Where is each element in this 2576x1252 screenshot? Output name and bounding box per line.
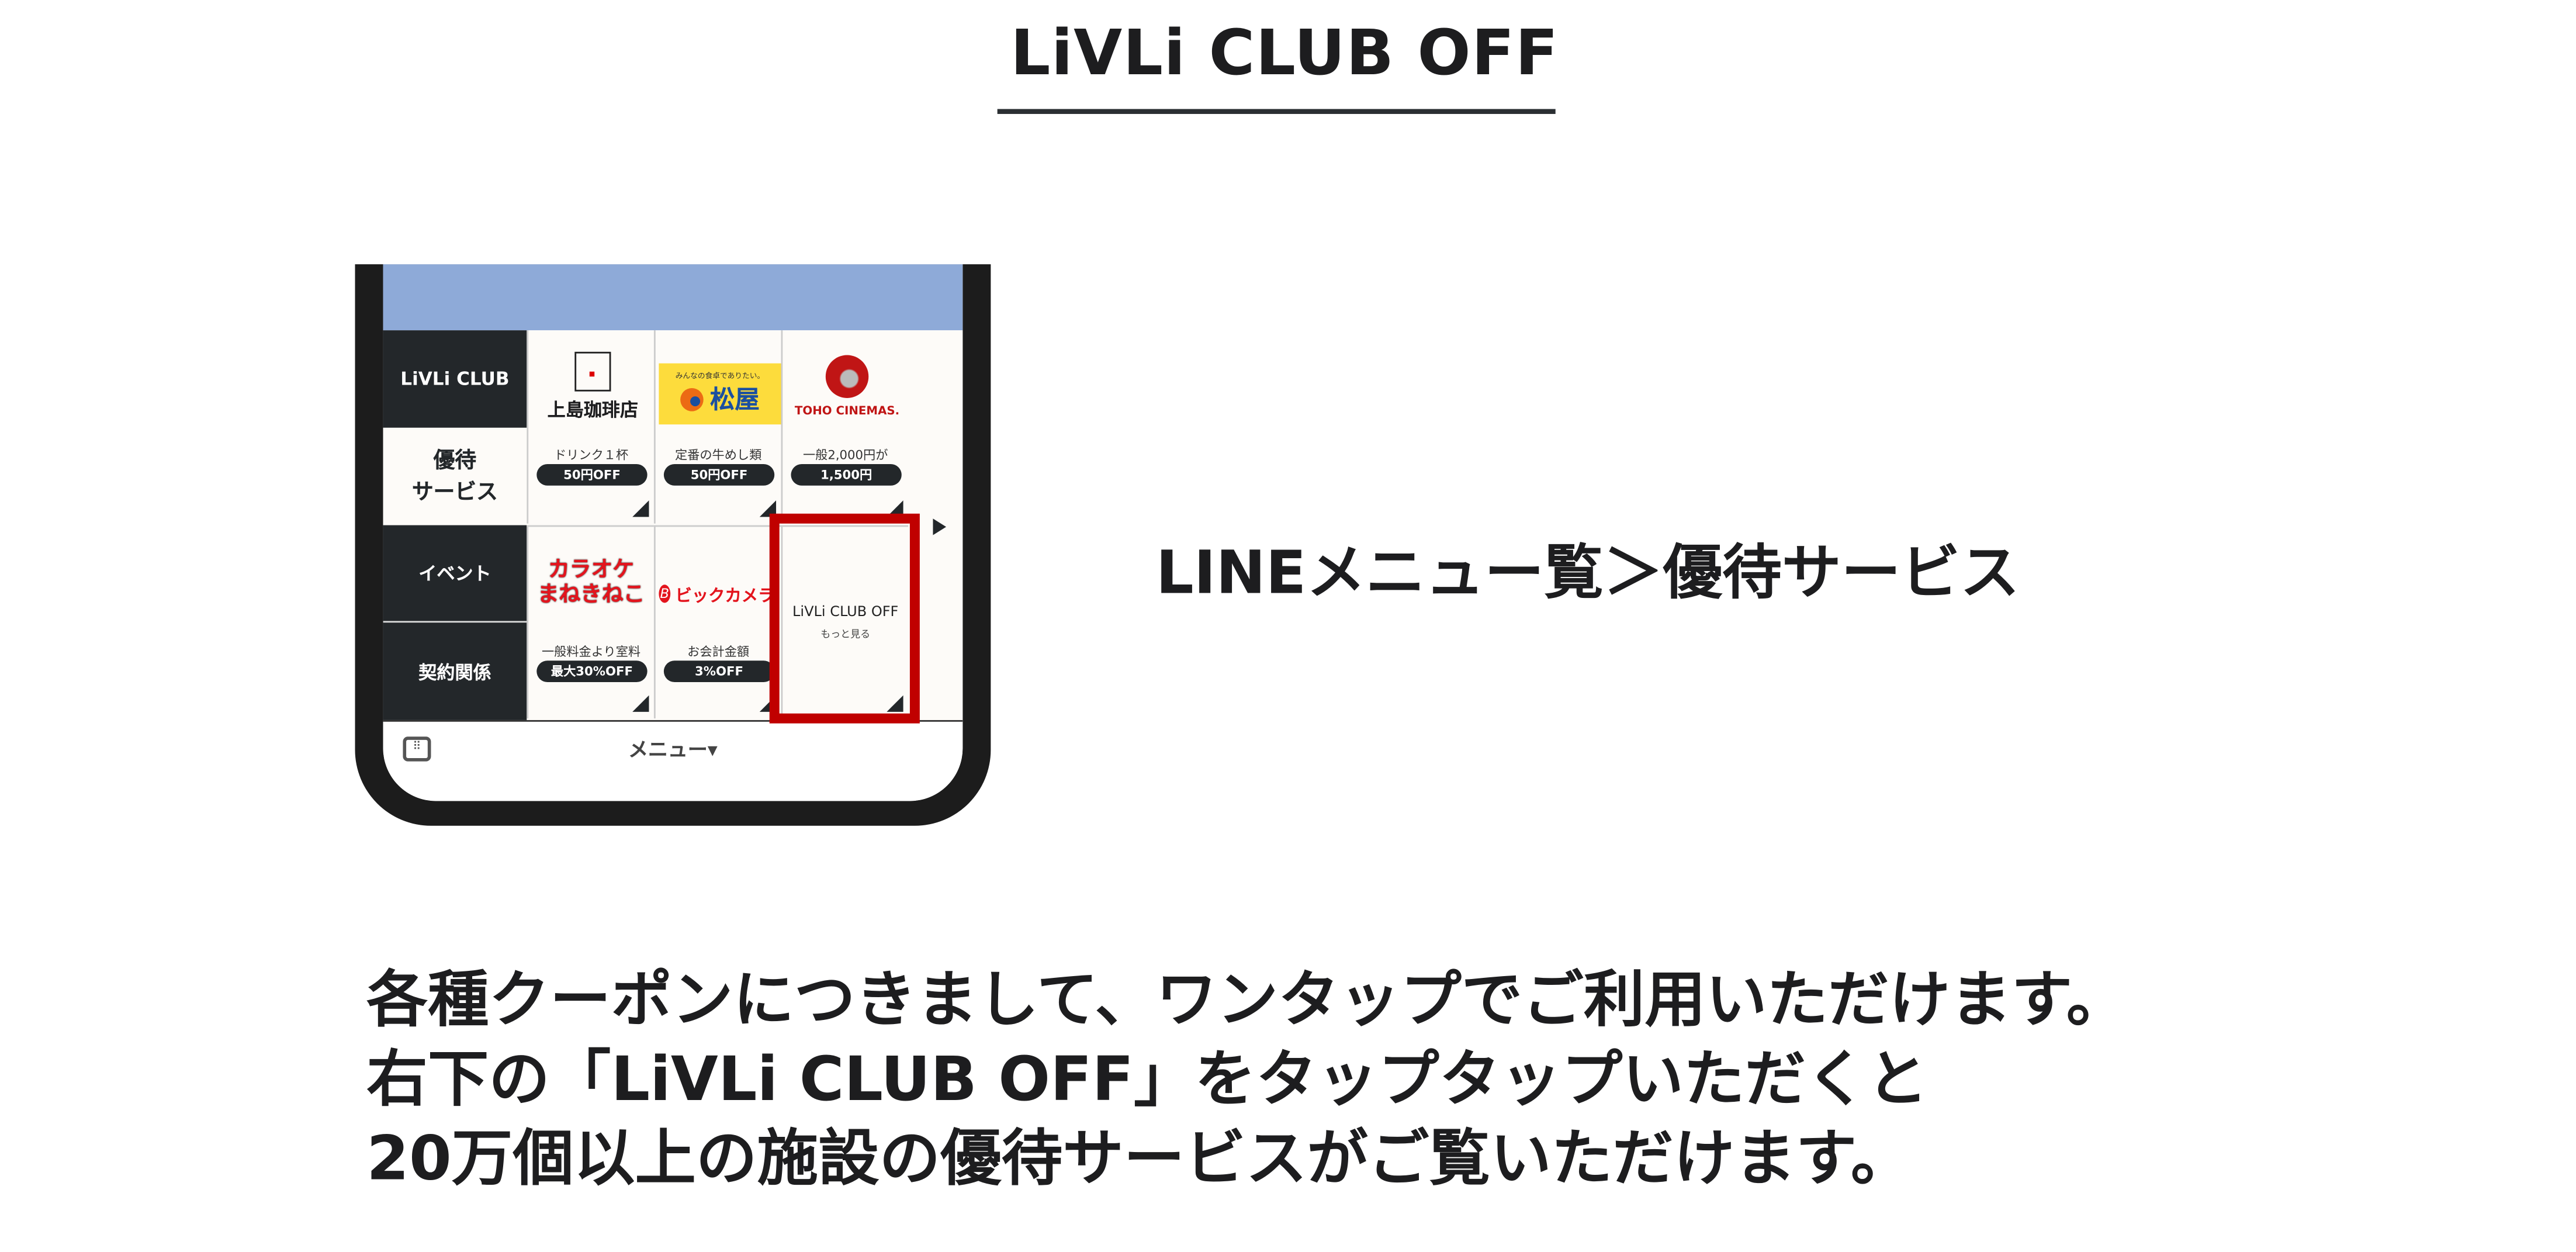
logo-text: 松屋 [709,385,760,415]
paragraph-line: 右下の「LiVLi CLUB OFF」をタップタップいただくと [366,1043,1928,1115]
corner-triangle-icon [632,500,649,517]
logo-text: カラオケ まねきねこ [537,558,645,608]
side-menu-contract[interactable]: 契約関係 [383,622,527,720]
livli-club-off-more-cell[interactable]: LiVLi CLUB OFF もっと見る [781,525,909,719]
corner-triangle-icon [887,695,903,712]
side-menu-event[interactable]: イベント [383,525,527,623]
manekineko-logo: カラオケ まねきねこ [534,540,649,626]
instruction-paragraph: 各種クーポンにつきまして、ワンタップでご利用いただけます。 右下の「LiVLi … [366,961,2127,1199]
matsuya-circle-icon [680,387,704,411]
next-page-arrow-icon[interactable] [933,518,947,535]
benefit-desc: 一般2,000円が [802,447,888,463]
toho-cinemas-logo: TOHO CINEMAS. [790,344,905,430]
benefit-desc: お会計金額 [687,644,750,659]
logo-text: TOHO CINEMAS. [794,404,900,418]
logo-text: ビックカメラ [675,587,775,606]
benefit-badge: 最大30%OFF [536,660,648,682]
label-line1: 優待 [433,448,477,473]
benefit-cell-matsuya[interactable]: みんなの食卓でありたい。 松屋 定番の牛めし類 50円OFF [653,330,781,524]
see-more-label: もっと見る [820,629,871,641]
livli-club-off-title: LiVLi CLUB OFF [792,604,899,621]
benefit-desc: ドリンク１杯 [553,447,629,463]
side-menu-label: イベント [418,563,491,585]
benefit-badge: 50円OFF [536,464,648,486]
ueshima-coffee-logo: 上島珈琲店 [535,344,650,430]
line-rich-menu-screen: LiVLi CLUB 優待サービス イベント 契約関係 上島珈琲店 ドリンク１杯… [383,264,963,801]
navigation-caption: LINEメニュー覧＞優待サービス [1155,539,2020,608]
corner-triangle-icon [632,695,649,712]
side-menu-label: 契約関係 [418,661,491,683]
ueshima-mark-icon [574,351,611,391]
side-menu-label: LiVLi CLUB [400,368,510,390]
highlight-box [769,513,920,724]
benefit-cell-manekineko[interactable]: カラオケ まねきねこ 一般料金より室料 最大30%OFF [527,525,654,719]
label-line2: サービス [411,479,498,505]
benefit-badge: 50円OFF [663,464,775,486]
side-menu-livli-club[interactable]: LiVLi CLUB [383,330,527,428]
side-menu-benefits[interactable]: 優待サービス [383,427,527,525]
chat-area [383,264,963,331]
paragraph-line: 20万個以上の施設の優待サービスがご覧いただけます。 [366,1123,1912,1194]
matsuya-logo: みんなの食卓でありたい。 松屋 [659,363,781,425]
page-title: LiVLi CLUB OFF [1010,16,1559,89]
benefit-cell-toho[interactable]: TOHO CINEMAS. 一般2,000円が 1,500円 [781,330,909,524]
keyboard-icon[interactable]: ⠿ [403,736,431,762]
benefit-cell-ueshima[interactable]: 上島珈琲店 ドリンク１杯 50円OFF [527,330,654,524]
benefit-desc: 一般料金より室料 [541,644,641,659]
paragraph-line: 各種クーポンにつきまして、ワンタップでご利用いただけます。 [366,964,2128,1036]
menu-toggle-button[interactable]: メニュー▾ [628,738,718,762]
logo-tagline: みんなの食卓でありたい。 [675,373,765,382]
side-menu-label: 優待サービス [412,445,498,507]
benefit-desc: 定番の牛めし類 [674,447,762,463]
benefit-badge: 3%OFF [663,660,775,682]
biccamera-b-icon: B [659,583,671,602]
biccamera-logo: B ビックカメラ [659,550,774,636]
logo-text: 上島珈琲店 [547,399,639,421]
title-underline [997,109,1556,114]
toho-sphere-icon [825,355,869,398]
benefit-cell-biccamera[interactable]: B ビックカメラ お会計金額 3%OFF [653,525,781,719]
line-bottom-bar: ⠿ メニュー▾ [383,720,963,801]
benefit-badge: 1,500円 [791,464,902,486]
